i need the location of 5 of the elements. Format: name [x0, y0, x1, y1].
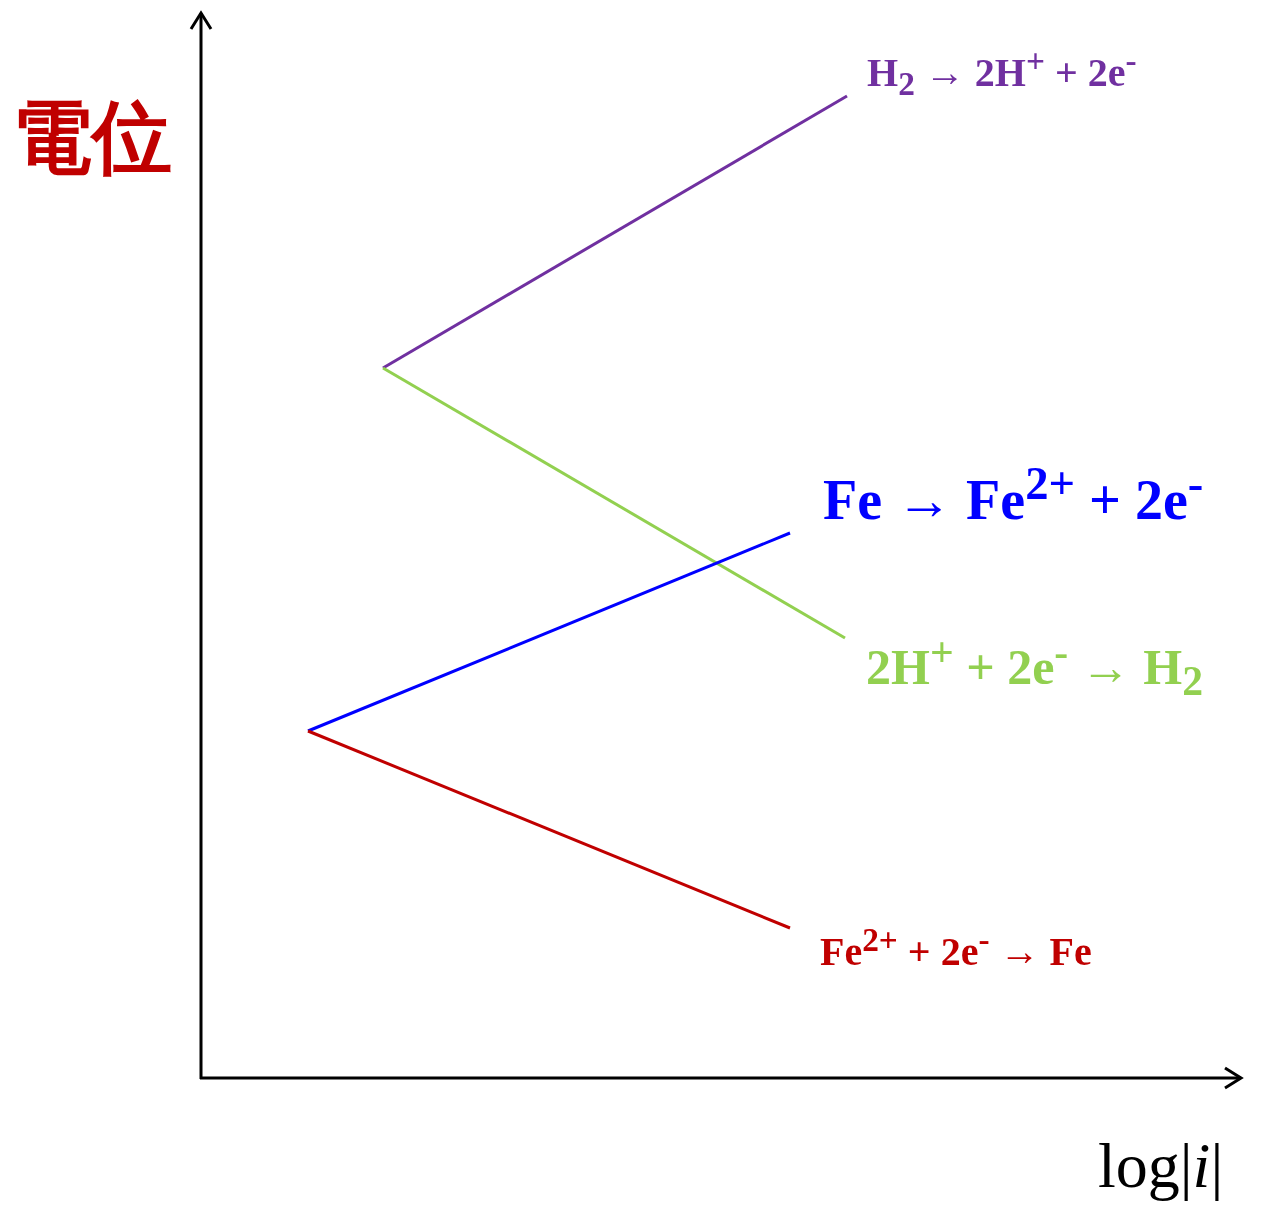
- reaction-label: Fe$^{2+}$ + 2e$^{-}$ → Fe: [820, 923, 1092, 973]
- reaction-label: 2H$^{+}$ + 2e$^{-}$ → H$_{2}$: [866, 632, 1203, 703]
- axis-label: 電位: [12, 98, 172, 178]
- reaction-label: Fe → Fe$^{2+}$ + 2e$^{-}$: [823, 460, 1204, 528]
- reaction-label: H$_{2}$ → 2H$^{+}$ + 2e$^{-}$: [867, 44, 1137, 101]
